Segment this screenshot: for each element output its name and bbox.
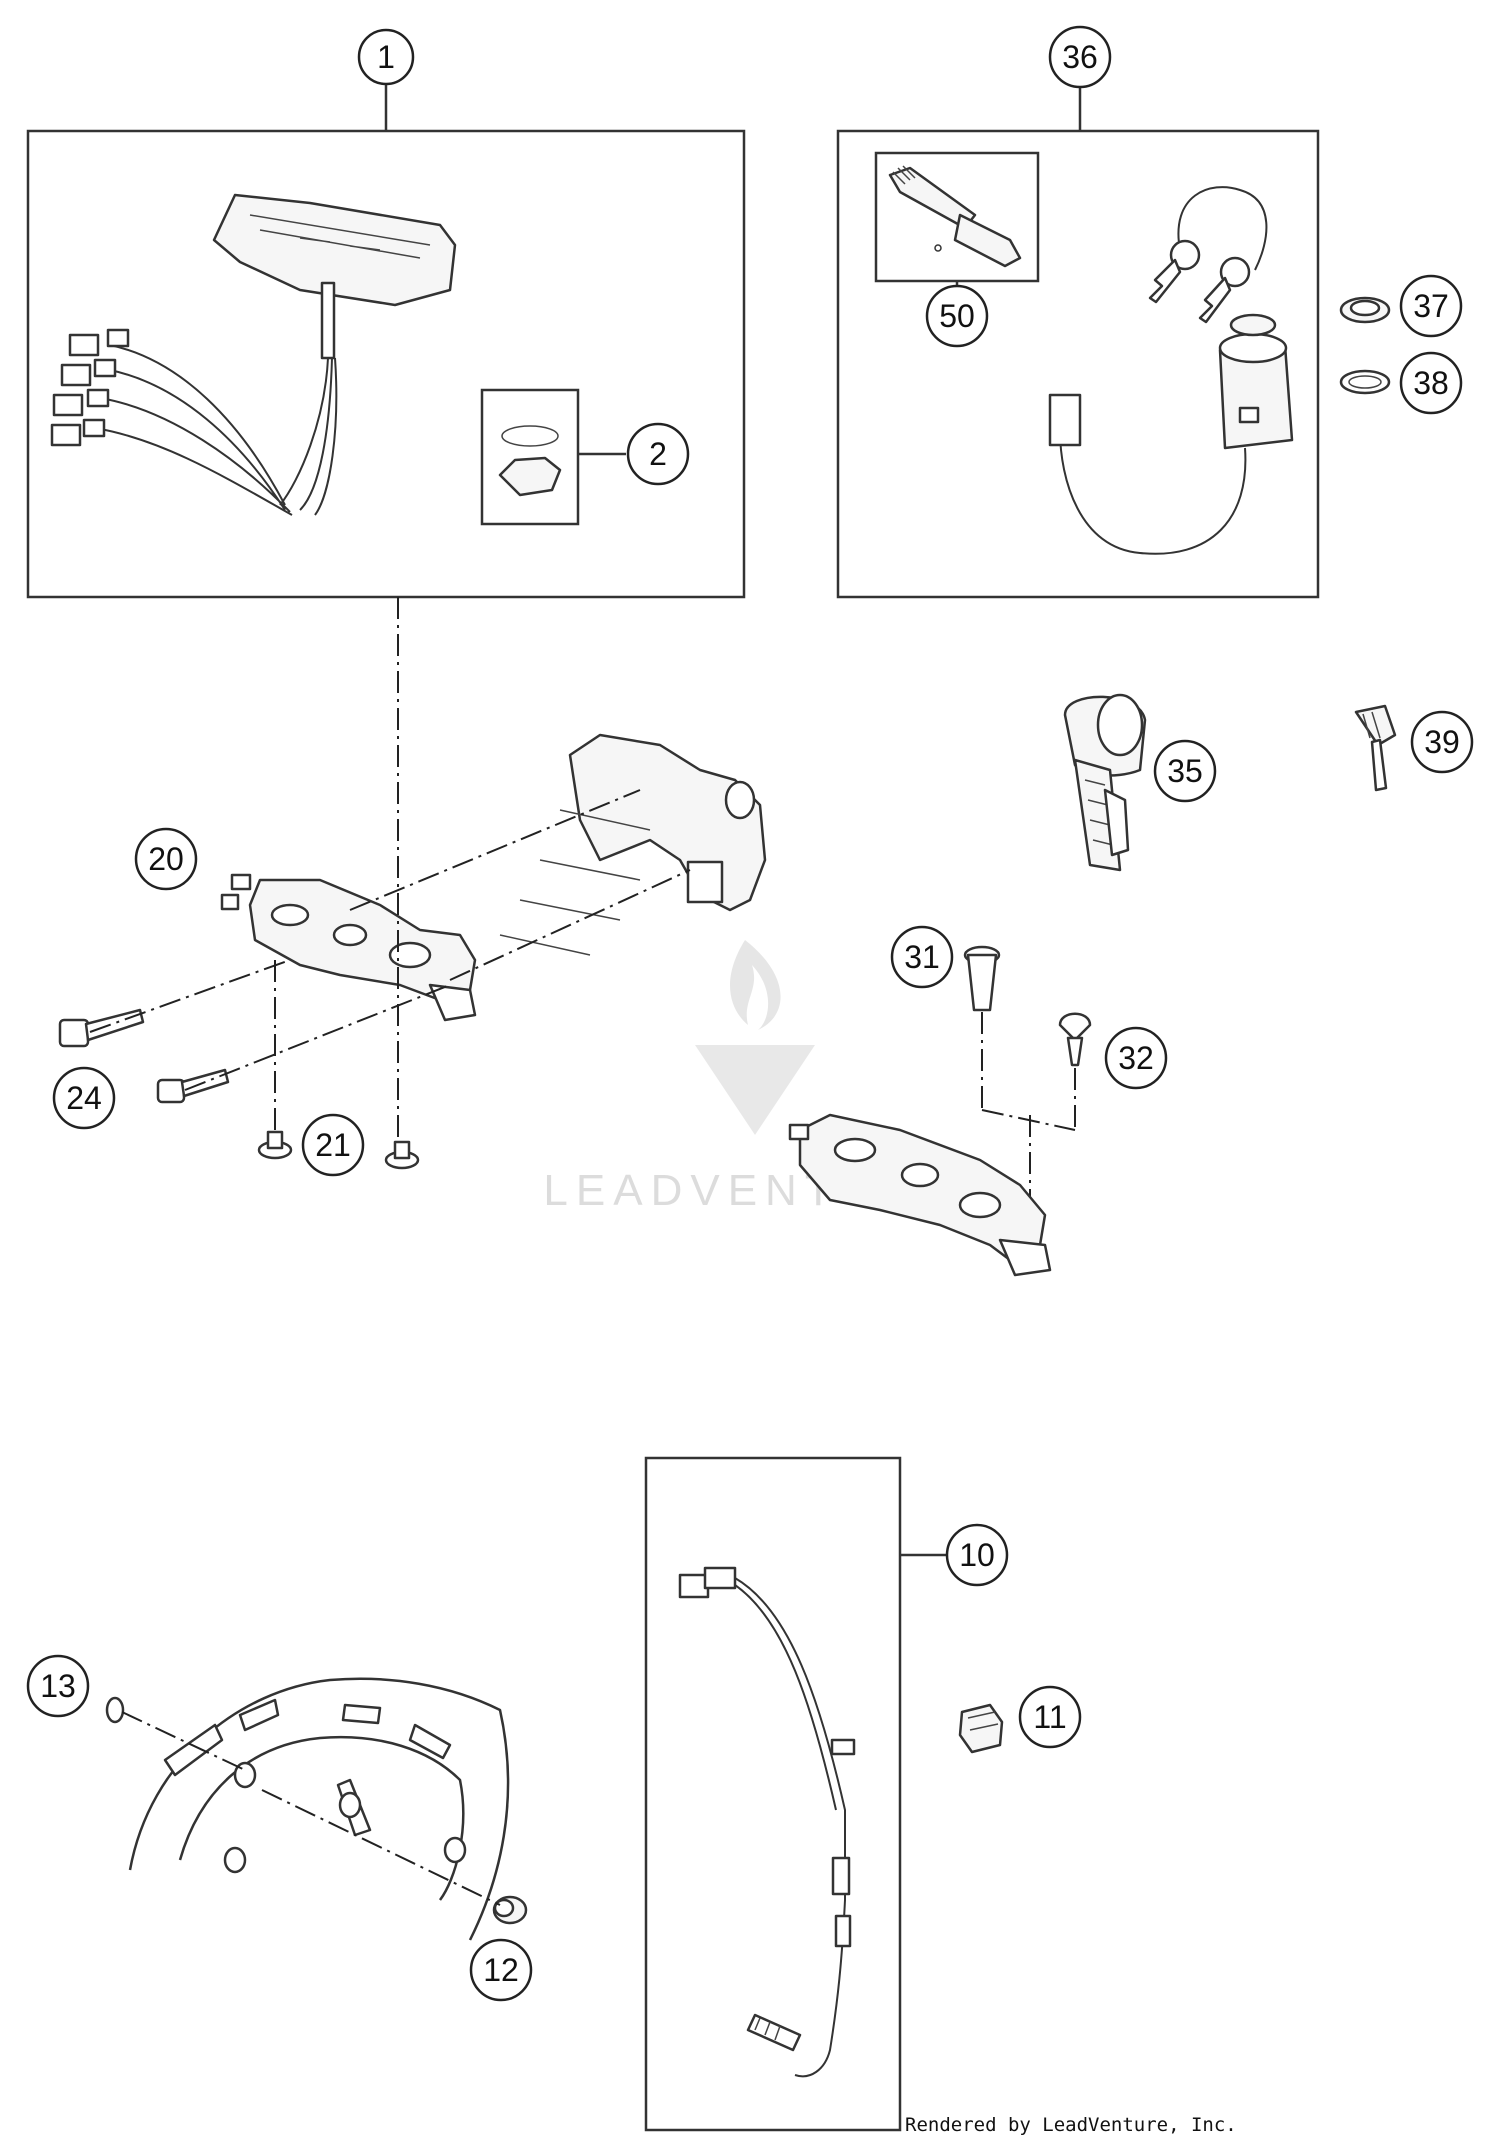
callout-20: 20 xyxy=(134,827,198,891)
handlebar-switch-part xyxy=(1063,693,1147,872)
callout-32: 32 xyxy=(1104,1026,1168,1090)
lock-cylinder-part xyxy=(888,165,1022,268)
callout-12: 12 xyxy=(469,1938,533,2002)
callout-24: 24 xyxy=(52,1066,116,1130)
group-box-instrument xyxy=(26,129,746,599)
clip-part xyxy=(958,1703,1004,1754)
nut-21-part xyxy=(257,1130,420,1170)
callout-label: 1 xyxy=(377,39,395,75)
callout-1: 1 xyxy=(357,28,415,86)
bracket-part xyxy=(220,873,477,1022)
nut-12-part xyxy=(492,1895,528,1925)
mounting-plate-part xyxy=(499,733,767,956)
callout-10: 10 xyxy=(945,1523,1009,1587)
lower-bracket-part xyxy=(788,1113,1052,1277)
callout-label: 39 xyxy=(1424,724,1460,760)
callout-label: 36 xyxy=(1062,39,1098,75)
callout-label: 35 xyxy=(1167,753,1203,789)
callout-label: 13 xyxy=(40,1668,76,1704)
group-box-mount-kit xyxy=(480,388,580,526)
callout-label: 11 xyxy=(1033,1699,1066,1735)
bolt-13-part xyxy=(105,1696,125,1724)
callout-label: 50 xyxy=(939,298,975,334)
callout-2: 2 xyxy=(626,422,690,486)
callout-label: 38 xyxy=(1413,365,1449,401)
ignition-switch-part xyxy=(1048,313,1294,555)
group-box-ignition-lock xyxy=(836,129,1320,599)
callout-label: 2 xyxy=(649,436,667,472)
callout-11: 11 xyxy=(1018,1685,1082,1749)
callout-50: 50 xyxy=(925,284,989,348)
speedometer-part xyxy=(50,193,457,516)
sensor-cable-part xyxy=(678,1566,856,2078)
callout-label: 12 xyxy=(483,1952,519,1988)
callout-31: 31 xyxy=(890,925,954,989)
washer-37-part xyxy=(1339,296,1391,324)
washer-38-part xyxy=(1339,369,1391,395)
bolt-31-part xyxy=(963,945,1001,1012)
keys-part xyxy=(1148,186,1268,324)
callout-21: 21 xyxy=(301,1113,365,1177)
callout-label: 10 xyxy=(959,1537,995,1573)
callout-38: 38 xyxy=(1399,351,1463,415)
callout-label: 24 xyxy=(66,1080,102,1116)
callout-13: 13 xyxy=(26,1654,90,1718)
callout-35: 35 xyxy=(1153,739,1217,803)
callout-36: 36 xyxy=(1048,25,1112,89)
callout-37: 37 xyxy=(1399,274,1463,338)
key-blank-part xyxy=(1354,704,1397,792)
bolt-24-part xyxy=(58,1008,230,1104)
screw-32-part xyxy=(1058,1012,1092,1067)
callout-39: 39 xyxy=(1410,710,1474,774)
callout-label: 37 xyxy=(1413,288,1449,324)
group-box-sensor-cable xyxy=(644,1456,902,2132)
render-credit: Rendered by LeadVenture, Inc. xyxy=(905,2114,1237,2136)
callout-label: 20 xyxy=(148,841,184,877)
callout-label: 21 xyxy=(315,1127,351,1163)
callout-label: 31 xyxy=(904,939,940,975)
callout-label: 32 xyxy=(1118,1040,1154,1076)
mount-kit-part xyxy=(498,425,562,497)
brake-disc-part xyxy=(128,1677,510,1941)
